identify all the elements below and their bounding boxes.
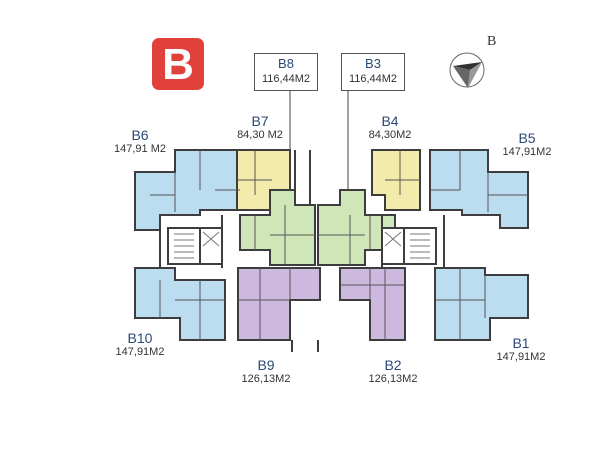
compass-label: B bbox=[487, 34, 497, 49]
unit-area: 116,44M2 bbox=[348, 73, 398, 85]
unit-area: 84,30 M2 bbox=[237, 129, 283, 141]
unit-code: B8 bbox=[278, 56, 294, 71]
unit-label-b2: B2 126,13M2 bbox=[355, 357, 431, 386]
unit-code: B3 bbox=[365, 56, 381, 71]
unit-area: 116,44M2 bbox=[261, 73, 311, 85]
unit-label-b3: B3 116,44M2 bbox=[341, 53, 405, 91]
unit-code: B1 bbox=[512, 335, 530, 351]
unit-label-b5: B5 147,91M2 bbox=[492, 130, 562, 159]
unit-area: 84,30M2 bbox=[368, 129, 412, 141]
unit-code: B6 bbox=[131, 127, 149, 143]
compass-icon bbox=[446, 48, 490, 92]
unit-area: 147,91M2 bbox=[115, 346, 165, 358]
unit-code: B7 bbox=[251, 113, 269, 129]
unit-code: B9 bbox=[257, 357, 275, 373]
unit-code: B10 bbox=[127, 330, 153, 346]
unit-code: B4 bbox=[381, 113, 399, 129]
unit-code: B2 bbox=[384, 357, 402, 373]
unit-code: B5 bbox=[518, 130, 536, 146]
unit-area: 126,13M2 bbox=[368, 373, 418, 385]
unit-label-b6: B6 147,91 M2 bbox=[100, 127, 180, 156]
block-letter: B bbox=[162, 40, 194, 89]
unit-label-b10: B10 147,91M2 bbox=[100, 330, 180, 359]
unit-area: 147,91M2 bbox=[502, 146, 552, 158]
unit-area: 147,91M2 bbox=[496, 351, 546, 363]
unit-area: 126,13M2 bbox=[241, 373, 291, 385]
unit-label-b8: B8 116,44M2 bbox=[254, 53, 318, 91]
block-logo: B bbox=[152, 38, 204, 90]
unit-label-b4: B4 84,30M2 bbox=[355, 113, 425, 142]
unit-area: 147,91 M2 bbox=[114, 143, 166, 155]
unit-label-b9: B9 126,13M2 bbox=[228, 357, 304, 386]
unit-label-b7: B7 84,30 M2 bbox=[225, 113, 295, 142]
unit-label-b1: B1 147,91M2 bbox=[483, 335, 559, 364]
